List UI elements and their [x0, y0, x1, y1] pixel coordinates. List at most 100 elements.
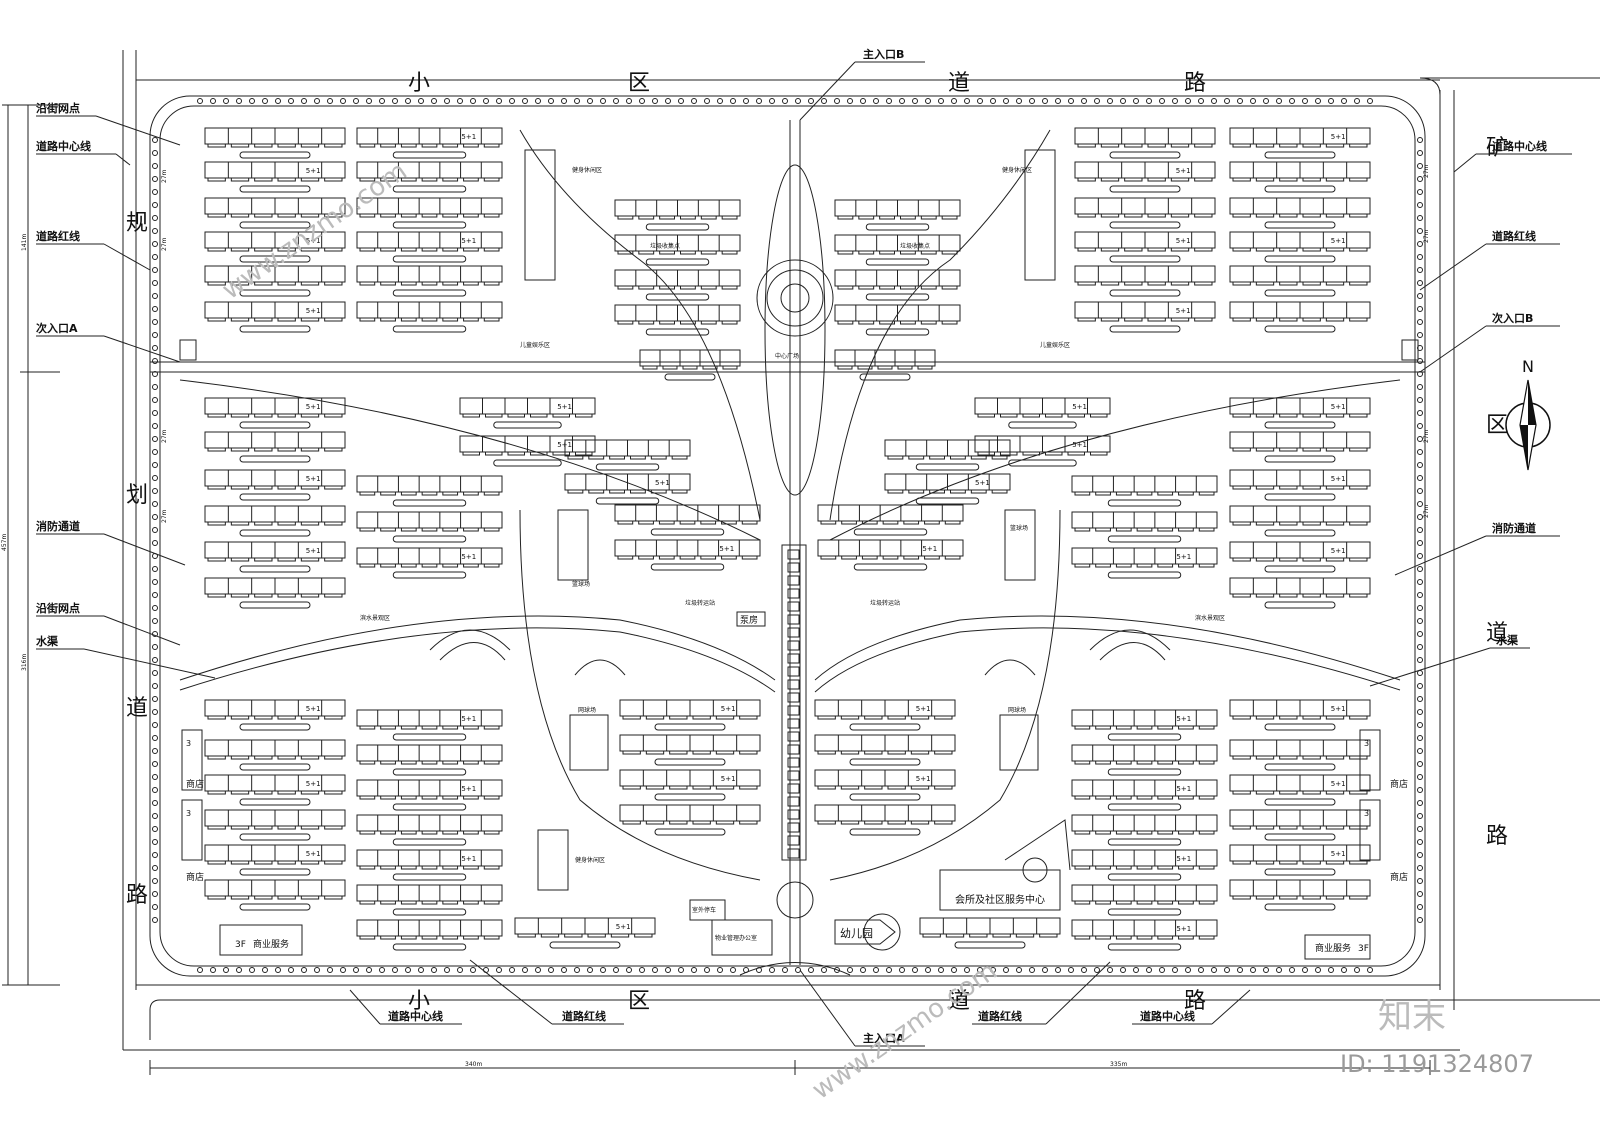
residential-building — [1074, 265, 1216, 297]
residential-building — [1229, 809, 1371, 841]
tree-icon — [152, 722, 158, 728]
floors-label: 5+1 — [461, 553, 476, 561]
hedge — [392, 803, 467, 811]
residential-building — [356, 884, 503, 916]
tree-icon — [886, 98, 892, 104]
residential-building — [1229, 197, 1371, 229]
fitness-label: 健身休闲区 — [572, 166, 602, 174]
residential-building — [356, 475, 503, 507]
parking-label: 室外停车 — [692, 906, 716, 914]
tree-icon — [152, 826, 158, 832]
label-bottom-redline-right: 道路红线 — [978, 1009, 1022, 1023]
hedge — [1264, 529, 1336, 537]
hedge — [645, 223, 710, 231]
tree-icon — [262, 98, 268, 104]
dimension-335m: 335m — [1110, 1061, 1127, 1068]
tree-icon — [626, 967, 632, 973]
dimension-lines: 457m 141m 316m 340m 335m 27m 27m 27m 27m… — [1, 104, 1431, 1075]
tree-icon — [1185, 967, 1191, 973]
tennis-label: 网球场 — [1008, 706, 1026, 714]
tree-icon — [665, 98, 671, 104]
hedge — [239, 601, 311, 609]
residential-building: 5+1 — [204, 699, 346, 731]
residential-building — [1071, 744, 1218, 776]
label-bottom-redline-left: 道路红线 — [562, 1009, 606, 1023]
label-road-redline-right: 道路红线 — [1492, 229, 1536, 243]
tree-icon — [152, 267, 158, 273]
entrance-labels: 主入口B 主入口A — [799, 47, 925, 1047]
tree-icon — [951, 967, 957, 973]
hedge — [654, 723, 726, 731]
hedge — [493, 459, 562, 467]
hedge — [1264, 289, 1336, 297]
hedge — [595, 463, 660, 471]
tree-icon — [1263, 98, 1269, 104]
floors-label: 5+1 — [975, 479, 990, 487]
central-plaza-label: 中心广场 — [775, 352, 799, 360]
bottom-road-char: 区 — [628, 989, 650, 1014]
tree-icon — [1417, 163, 1423, 169]
tree-icon — [210, 967, 216, 973]
floors-label: 5+1 — [1072, 441, 1087, 449]
tree-icon — [574, 967, 580, 973]
hedge — [853, 563, 928, 571]
sports-courts: 网球场 网球场 篮球场 篮球场 — [524, 149, 1056, 891]
floors-label: 5+1 — [1331, 850, 1346, 858]
label-main-entrance-b: 主入口B — [863, 47, 904, 61]
hedge — [1107, 943, 1182, 951]
tree-icon — [691, 98, 697, 104]
tree-icon — [1417, 280, 1423, 286]
tree-icon — [1003, 967, 1009, 973]
label-fire-lane: 消防通道 — [36, 519, 80, 533]
hedge — [239, 289, 311, 297]
tree-icon — [652, 967, 658, 973]
planter-square — [787, 588, 800, 599]
residential-building — [356, 265, 503, 297]
tree-icon — [152, 254, 158, 260]
garbage-label: 垃圾收集点 — [900, 242, 930, 250]
tree-icon — [1417, 384, 1423, 390]
tree-icon — [152, 891, 158, 897]
tree-icon — [1094, 967, 1100, 973]
floors-label: 5+1 — [1176, 307, 1191, 315]
residential-building: 5+1 — [1074, 161, 1216, 193]
basketball-label: 篮球场 — [1010, 524, 1028, 532]
canal-right — [814, 615, 1401, 681]
residential-building: 5+1 — [1071, 709, 1218, 741]
residential-building: 5+1 — [1229, 844, 1371, 876]
central-green-strip — [781, 544, 807, 861]
facilities: 泵房 会所及社区服务中心 幼儿园 3F 商业服务 商业服务 3F 商店 商店 商… — [179, 339, 1419, 960]
planter-square — [787, 575, 800, 586]
fitness-label: 健身休闲区 — [575, 856, 605, 864]
floors-label: 5+1 — [1331, 780, 1346, 788]
hedge — [392, 221, 467, 229]
tree-icon — [847, 98, 853, 104]
dimension-27m: 27m — [1423, 504, 1430, 518]
residential-building: 5+1 — [356, 127, 503, 159]
tree-icon — [152, 852, 158, 858]
tree-icon — [379, 967, 385, 973]
residential-building: 5+1 — [459, 397, 596, 429]
tree-icon — [678, 967, 684, 973]
dimension-27m: 27m — [161, 169, 168, 183]
dimension-27m: 27m — [1423, 164, 1430, 178]
label-secondary-entrance-a: 次入口A — [36, 321, 78, 335]
tree-icon — [769, 98, 775, 104]
residential-building — [1229, 577, 1371, 609]
hedge — [239, 763, 311, 771]
tree-icon — [912, 98, 918, 104]
tree-icon — [899, 98, 905, 104]
label-road-redline: 道路红线 — [36, 229, 80, 243]
tree-icon — [1417, 748, 1423, 754]
tree-icon — [1417, 527, 1423, 533]
clubhouse — [939, 869, 1061, 911]
hedge — [392, 255, 467, 263]
residential-building — [1074, 127, 1216, 159]
residential-building: 5+1 — [514, 917, 656, 949]
kids-area-label: 儿童娱乐区 — [520, 341, 550, 349]
hedge — [392, 289, 467, 297]
tree-icon — [561, 98, 567, 104]
tree-icon — [366, 98, 372, 104]
hedge — [239, 151, 311, 159]
right-road-char: 区 — [1486, 413, 1508, 438]
